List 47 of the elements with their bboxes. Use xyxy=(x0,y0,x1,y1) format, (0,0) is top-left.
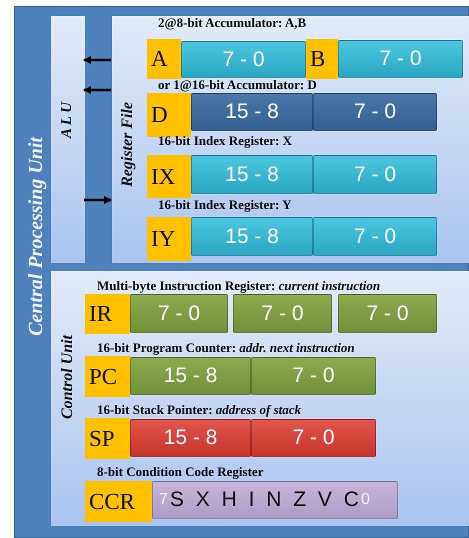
register-name-tag: IY xyxy=(147,217,191,261)
control-unit-panel xyxy=(51,271,469,526)
register-name-tag: CCR xyxy=(85,481,152,522)
bit-field: 7 - 0 xyxy=(313,93,437,131)
register-file-panel xyxy=(112,16,469,263)
panel-title: Register File xyxy=(119,102,137,187)
bit-field: 7 - 0 xyxy=(233,294,332,333)
register-heading: 16-bit Index Register: X xyxy=(158,134,292,148)
bit-field: 15 - 8 xyxy=(191,93,313,131)
register-heading: 16-bit Program Counter: addr. next instruction xyxy=(97,341,355,355)
bit-field: 7 - 0 xyxy=(251,357,376,395)
bit-number: 7 xyxy=(159,491,168,509)
register-name-tag: IX xyxy=(147,155,191,198)
panel-title: A L U xyxy=(59,102,76,138)
bit-field: 7 - 0 xyxy=(181,41,306,78)
register-name-tag: A xyxy=(147,39,181,79)
bit-field: 7 - 0 xyxy=(313,155,437,194)
cpu-panel xyxy=(14,6,469,538)
flag-register-field xyxy=(152,481,398,519)
bit-number: 0 xyxy=(360,491,370,509)
bit-field: 7 - 0 xyxy=(313,217,437,256)
bit-field: 7 - 0 xyxy=(251,419,376,457)
bit-field: 7 - 0 xyxy=(338,40,463,78)
bit-field: 7 - 0 xyxy=(130,294,228,333)
panel-title: Control Unit xyxy=(59,335,77,420)
register-name-tag: SP xyxy=(85,418,130,459)
flag-letters: S X H I N Z V C xyxy=(170,488,359,512)
register-heading: 16-bit Index Register: Y xyxy=(158,198,292,212)
register-heading: 2@8-bit Accumulator: A,B xyxy=(158,16,306,30)
register-name-tag: PC xyxy=(85,356,130,397)
arrow xyxy=(83,86,111,94)
bit-field: 7 - 0 xyxy=(338,294,437,333)
bit-field: 15 - 8 xyxy=(191,217,313,256)
arrow xyxy=(84,196,112,204)
register-heading: 16-bit Stack Pointer: address of stack xyxy=(97,403,302,417)
alu-panel xyxy=(51,16,85,263)
register-heading: or 1@16-bit Accumulator: D xyxy=(158,78,317,92)
unit-title: Central Processing Unit xyxy=(25,137,48,336)
register-name-tag: B xyxy=(306,39,338,79)
bit-field: 15 - 8 xyxy=(130,419,251,457)
register-heading: 8-bit Condition Code Register xyxy=(97,465,264,479)
register-name-tag: D xyxy=(147,93,191,137)
bit-field: 15 - 8 xyxy=(130,357,251,395)
register-heading: Multi-byte Instruction Register: current instruction xyxy=(97,279,380,293)
arrow xyxy=(83,56,111,64)
register-name-tag: IR xyxy=(85,294,130,334)
bit-field: 15 - 8 xyxy=(191,155,313,194)
